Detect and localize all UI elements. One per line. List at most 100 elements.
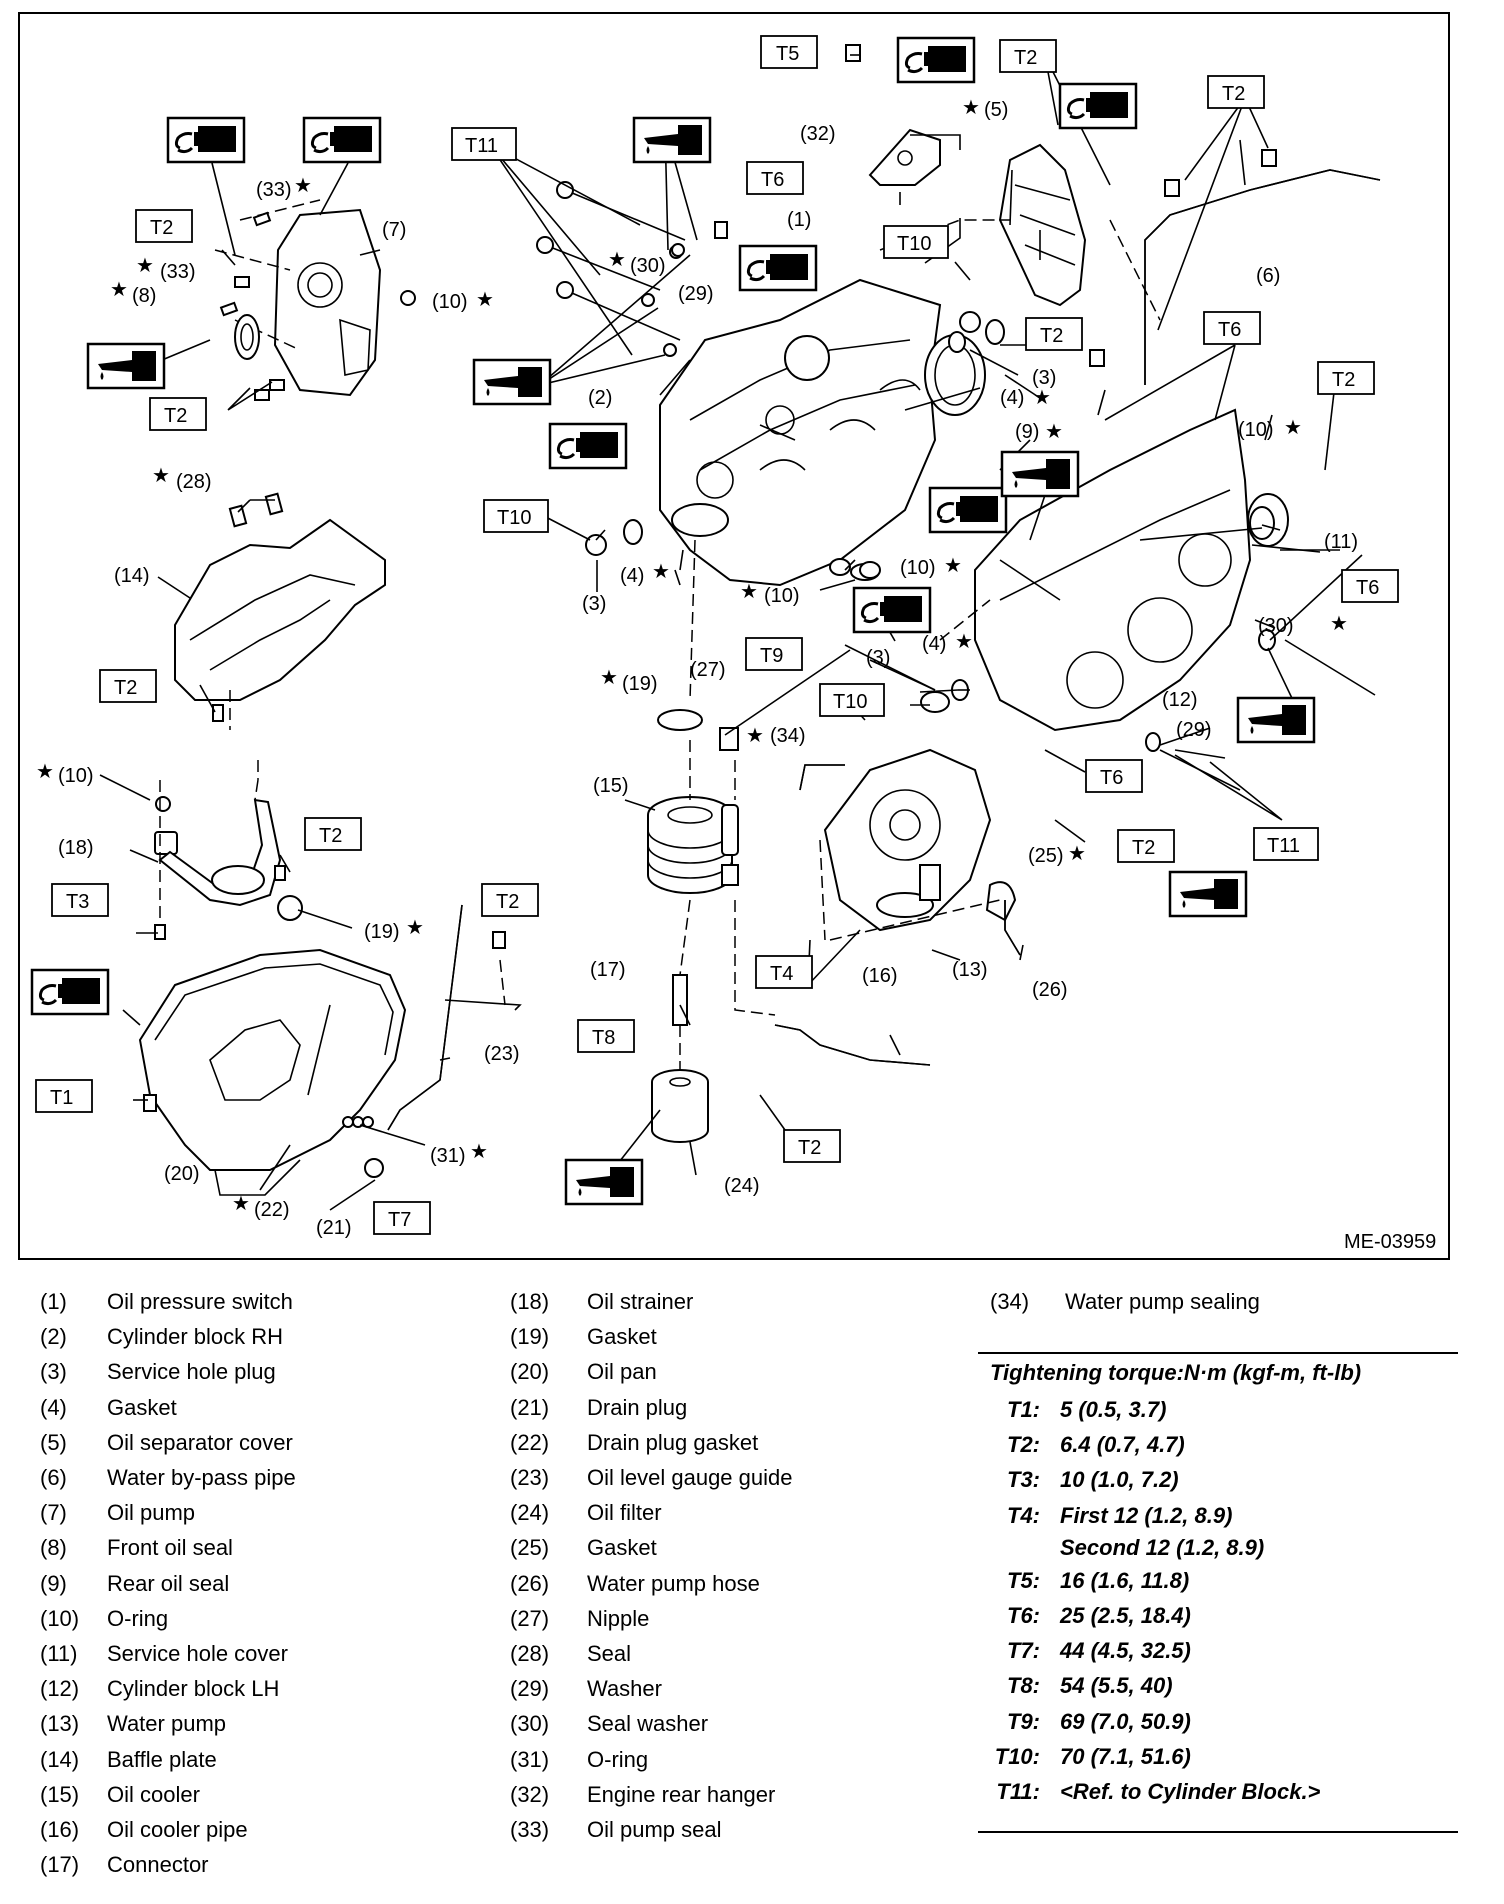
- torque-key: T10:: [994, 1743, 1040, 1769]
- svg-text:(14): (14): [114, 565, 150, 587]
- legend-item-name: Gasket: [107, 1394, 177, 1420]
- legend-item: (17)Connector: [40, 1847, 296, 1882]
- legend-item: (11)Service hole cover: [40, 1636, 296, 1671]
- torque-value: 54 (5.5, 40): [1060, 1668, 1458, 1703]
- legend-item: (31)O-ring: [510, 1742, 792, 1777]
- svg-text:(3): (3): [582, 593, 606, 615]
- legend-item-number: (27): [510, 1605, 550, 1631]
- oil-can-icon: [1168, 870, 1248, 918]
- legend-item-name: Oil filter: [587, 1500, 662, 1526]
- legend-item-name: Seal washer: [587, 1711, 709, 1737]
- legend-item: (27)Nipple: [510, 1601, 792, 1636]
- legend-item: (10)O-ring: [40, 1601, 296, 1636]
- legend-column-3: (34)Water pump sealing: [990, 1284, 1260, 1319]
- torque-value-text: 6.4 (0.7, 4.7): [1060, 1432, 1185, 1458]
- torque-callouts: T5 T2 T2 T11 T6 T2 T10 T2 T6 T2 T2 T10 T…: [35, 35, 1399, 1235]
- oil-separator-cover-drawing: [998, 143, 1087, 307]
- callout-t9: T9: [745, 637, 803, 671]
- svg-text:(29): (29): [1176, 719, 1212, 741]
- svg-text:★: ★: [294, 175, 312, 197]
- diagram-frame: [18, 12, 1450, 1260]
- cylinder-block-rh-drawing: [659, 278, 942, 587]
- svg-text:(17): (17): [590, 959, 626, 981]
- grease-icon: [1058, 82, 1138, 130]
- svg-text:★: ★: [1068, 843, 1086, 865]
- svg-text:T6: T6: [1100, 767, 1123, 789]
- legend-item: (1)Oil pressure switch: [40, 1284, 296, 1319]
- legend-item-number: (22): [510, 1429, 550, 1455]
- legend-item-name: Oil strainer: [587, 1289, 694, 1314]
- leader-lines: [99, 54, 1363, 1211]
- torque-row: T10: 70 (7.1, 51.6): [978, 1739, 1458, 1774]
- grease-icon: [302, 116, 382, 164]
- torque-key: T11:: [996, 1779, 1040, 1805]
- grease-icon: [738, 244, 818, 292]
- svg-text:(32): (32): [800, 123, 836, 145]
- legend-item: (3)Service hole plug: [40, 1354, 296, 1389]
- legend-item-number: (19): [510, 1324, 550, 1350]
- oil-pan-drawing: [138, 948, 407, 1196]
- oil-strainer-drawing: [154, 796, 303, 940]
- svg-text:T2: T2: [496, 891, 519, 913]
- legend-item-number: (2): [40, 1324, 67, 1350]
- legend-item-number: (12): [40, 1676, 80, 1702]
- legend-item-number: (30): [510, 1711, 550, 1737]
- callout-t10: T10: [883, 225, 949, 259]
- svg-text:★: ★: [1033, 387, 1051, 409]
- svg-text:★: ★: [944, 555, 962, 577]
- svg-text:(4): (4): [922, 633, 946, 655]
- torque-value-text: 16 (1.6, 11.8): [1060, 1567, 1190, 1593]
- torque-key: T8:: [1007, 1673, 1040, 1699]
- oil-cooler-pipe-drawing: [774, 1024, 931, 1066]
- svg-text:(19): (19): [364, 921, 400, 943]
- callout-t2: T2: [135, 209, 193, 243]
- legend-item-number: (25): [510, 1535, 550, 1561]
- svg-text:T5: T5: [776, 43, 799, 65]
- oil-can-icon: [1236, 696, 1316, 744]
- oil-can-icon: [86, 342, 166, 390]
- svg-text:★: ★: [740, 581, 758, 603]
- torque-value: 16 (1.6, 11.8): [1060, 1563, 1458, 1598]
- torque-key: T4:: [1007, 1502, 1040, 1528]
- svg-text:(25): (25): [1028, 845, 1064, 867]
- svg-text:(18): (18): [58, 837, 94, 859]
- legend-item: (34)Water pump sealing: [990, 1284, 1260, 1319]
- svg-text:(16): (16): [862, 965, 898, 987]
- legend-item: (26)Water pump hose: [510, 1566, 792, 1601]
- legend-item: (33)Oil pump seal: [510, 1812, 792, 1847]
- svg-text:(33): (33): [256, 179, 292, 201]
- callout-t10: T10: [819, 683, 885, 717]
- legend-item-name: Oil pump: [107, 1500, 196, 1526]
- svg-text:★: ★: [476, 289, 494, 311]
- torque-value-text: 54 (5.5, 40): [1060, 1673, 1173, 1699]
- callout-t2: T2: [1317, 361, 1375, 395]
- legend-item-number: (32): [510, 1781, 550, 1807]
- oil-cooler-drawing: [647, 796, 739, 894]
- svg-text:(24): (24): [724, 1175, 760, 1197]
- svg-text:T2: T2: [150, 217, 173, 239]
- torque-value-text: 69 (7.0, 50.9): [1060, 1708, 1191, 1734]
- legend-item: (18)Oil strainer: [510, 1284, 792, 1319]
- svg-text:T2: T2: [1040, 325, 1063, 347]
- legend-item-name: Engine rear hanger: [587, 1781, 776, 1807]
- svg-text:(21): (21): [316, 1217, 352, 1239]
- svg-text:(22): (22): [254, 1199, 290, 1221]
- legend-item-name: Washer: [587, 1676, 662, 1702]
- legend-item-number: (4): [40, 1394, 67, 1420]
- legend-column-1: (1)Oil pressure switch(2)Cylinder block …: [40, 1284, 296, 1882]
- svg-text:(13): (13): [952, 959, 988, 981]
- gauge-guide-drawing: [387, 904, 522, 1131]
- legend-item-number: (16): [40, 1817, 80, 1843]
- svg-text:T7: T7: [388, 1209, 411, 1231]
- legend-item: (29)Washer: [510, 1671, 792, 1706]
- torque-value: 70 (7.1, 51.6): [1060, 1739, 1458, 1774]
- svg-text:T11: T11: [1267, 835, 1300, 857]
- torque-row: T7:44 (4.5, 32.5): [978, 1633, 1458, 1668]
- legend-item: (19)Gasket: [510, 1319, 792, 1354]
- legend-item: (7)Oil pump: [40, 1495, 296, 1530]
- svg-text:(10): (10): [1238, 419, 1274, 441]
- grease-icon: [166, 116, 246, 164]
- callout-t10: T10: [483, 499, 549, 533]
- torque-value-text: 25 (2.5, 18.4): [1060, 1603, 1191, 1629]
- svg-text:(15): (15): [593, 775, 629, 797]
